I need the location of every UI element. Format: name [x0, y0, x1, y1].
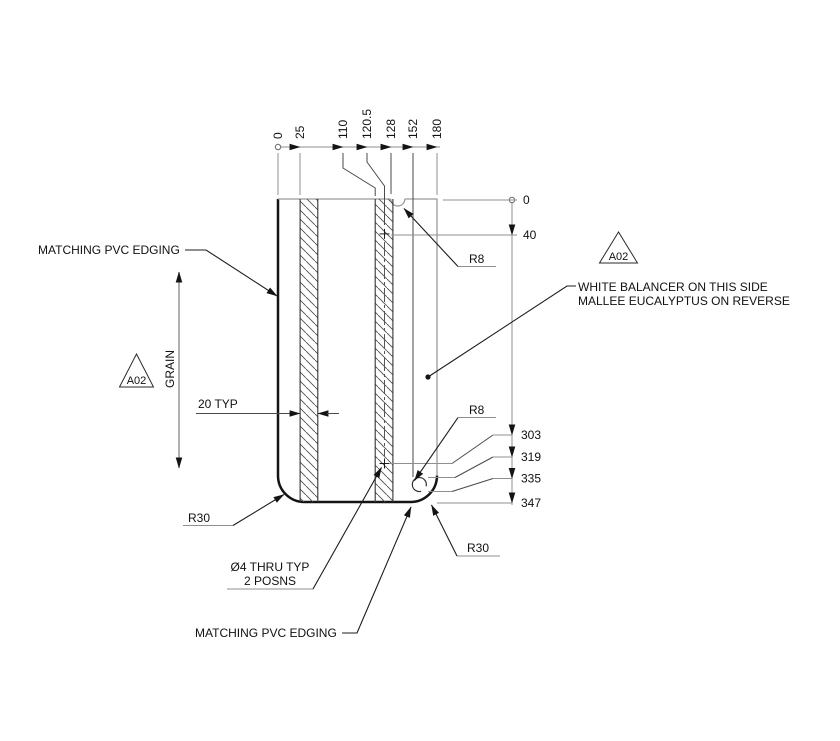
- top-ext-110-jogged: [342, 153, 376, 196]
- callout-r30-left: R30: [183, 494, 285, 526]
- note-balancer: WHITE BALANCER ON THIS SIDE MALLEE EUCAL…: [425, 280, 790, 380]
- grain-label: GRAIN: [163, 350, 177, 388]
- note-pvc-edging-top-leader: [185, 249, 278, 297]
- thickness-dimension: 20 TYP: [196, 397, 339, 417]
- callout-r8-top-leader: [403, 208, 459, 267]
- note-holes-leader: [312, 467, 382, 590]
- note-balancer-leader: [427, 285, 576, 378]
- right-dim-label-40: 40: [523, 228, 537, 242]
- callout-r30-right-leader: [431, 504, 458, 557]
- callout-r30-right-text: R30: [467, 541, 489, 555]
- right-dimension: 0 40 303 319 335 347: [390, 193, 541, 510]
- right-dim-label-347: 347: [521, 496, 541, 510]
- top-dim-label-128: 128: [384, 119, 398, 139]
- top-dim-label-25: 25: [293, 125, 307, 139]
- top-dim-label-120-5: 120.5: [360, 109, 374, 139]
- note-balancer-text-line1: WHITE BALANCER ON THIS SIDE: [578, 280, 768, 294]
- callout-r8-bottom: R8: [414, 403, 496, 481]
- note-balancer-text-line2: MALLEE EUCALYPTUS ON REVERSE: [578, 294, 790, 308]
- callout-r30-right: R30: [431, 504, 500, 557]
- top-ext-120-5-jogged: [366, 153, 385, 225]
- note-holes-text-line2: 2 POSNS: [244, 574, 296, 588]
- note-pvc-edging-bottom-text: MATCHING PVC EDGING: [195, 626, 337, 640]
- right-ext-319-jog: [454, 456, 494, 478]
- note-pvc-edging-top: MATCHING PVC EDGING: [38, 243, 278, 297]
- top-dim-datum-circle: [274, 143, 282, 151]
- revision-triangle-right-label: A02: [609, 251, 629, 263]
- note-balancer-leader-dot: [425, 374, 431, 380]
- note-pvc-edging-top-text: MATCHING PVC EDGING: [38, 243, 180, 257]
- callout-r8-top-text: R8: [469, 252, 485, 266]
- hole-centres: [379, 228, 390, 469]
- revision-triangle-left-shape: [118, 352, 155, 388]
- top-dim-label-152: 152: [406, 119, 420, 139]
- thickness-label: 20 TYP: [198, 397, 238, 411]
- right-dim-label-319: 319: [521, 450, 541, 464]
- right-dim-label-0: 0: [523, 193, 530, 207]
- note-holes: Ø4 THRU TYP 2 POSNS: [227, 467, 382, 590]
- right-dim-label-335: 335: [521, 472, 541, 486]
- top-dim-label-0: 0: [271, 132, 285, 139]
- top-dim-label-110: 110: [336, 120, 350, 139]
- right-ext-303-jog: [451, 434, 494, 464]
- hatch-strip-right: [375, 199, 393, 502]
- revision-triangle-left-label: A02: [127, 375, 147, 387]
- note-pvc-edging-bottom: MATCHING PVC EDGING: [195, 506, 412, 640]
- note-pvc-edging-bottom-leader: [342, 506, 412, 634]
- callout-r30-left-leader: [232, 494, 285, 526]
- top-dimension: 0 25 110 120.5 128 152 180: [271, 109, 444, 477]
- top-dim-label-180: 180: [430, 119, 444, 139]
- right-ext-335-jog: [451, 478, 494, 492]
- panel-top-right-edges: [404, 198, 438, 476]
- revision-triangle-right: A02: [598, 231, 639, 264]
- hatch-strip-left: [300, 199, 318, 502]
- bottom-notch-r8-arc: [411, 476, 427, 493]
- callout-r30-left-text: R30: [188, 511, 210, 525]
- callout-r8-top: R8: [403, 208, 496, 267]
- note-holes-text-line1: Ø4 THRU TYP: [231, 560, 310, 574]
- revision-triangle-left: A02: [118, 352, 155, 388]
- callout-r8-bottom-text: R8: [469, 403, 485, 417]
- right-dim-label-303: 303: [521, 428, 541, 442]
- glue-strips: [299, 199, 394, 502]
- revision-triangle-right-shape: [598, 231, 639, 264]
- grain-indicator: GRAIN: [163, 271, 183, 469]
- callout-r8-bottom-leader: [414, 417, 459, 481]
